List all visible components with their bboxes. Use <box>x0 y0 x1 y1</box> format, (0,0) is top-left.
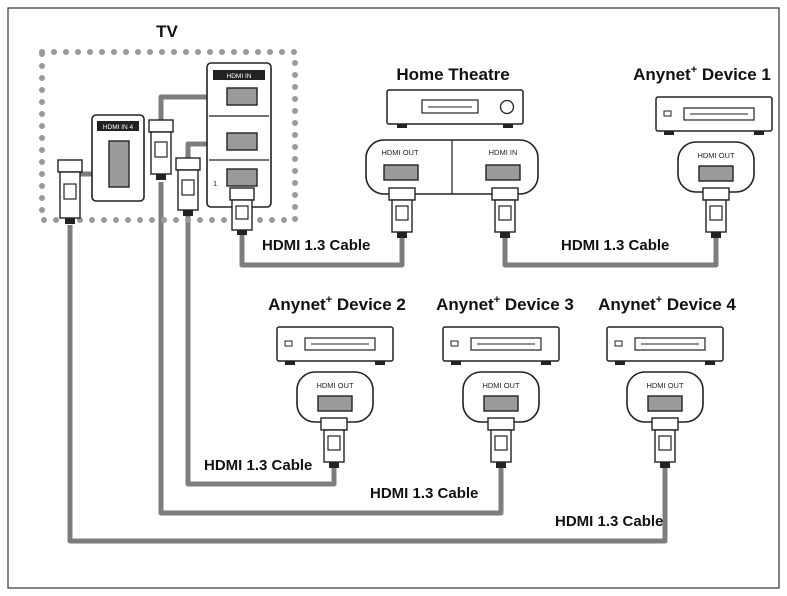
device-3-hdmi-out-port <box>483 395 519 412</box>
device-1-plus: + <box>691 64 697 76</box>
device-3-plus: + <box>494 294 500 306</box>
device-3-port-label: HDMI OUT <box>482 381 519 390</box>
device-4-port-label: HDMI OUT <box>646 381 683 390</box>
device-4-name: Anynet <box>598 295 656 314</box>
cable-label-device-2: HDMI 1.3 Cable <box>204 457 312 474</box>
hdmi-plug <box>491 187 519 238</box>
device-1-unit <box>655 96 773 135</box>
device-2-unit <box>276 326 394 365</box>
device-4-hdmi-out-port <box>647 395 683 412</box>
cable-tv-to-home-theatre <box>239 232 405 268</box>
tv-port-header: HDMI IN <box>227 73 252 80</box>
tv-outline <box>39 49 298 223</box>
device-3-label: Anynet+ Device 3 <box>436 294 574 314</box>
tv-hdmi-port-a <box>226 87 258 106</box>
device-4-suffix: Device 4 <box>662 295 736 314</box>
hdmi-plug <box>388 187 416 238</box>
home-theatre-port-panel: HDMI OUT HDMI IN <box>365 139 539 195</box>
device-2-label: Anynet+ Device 2 <box>268 294 406 314</box>
hdmi-plug <box>702 187 730 238</box>
cable-tv-to-device-3 <box>158 182 504 516</box>
home-theatre-label: Home Theatre <box>396 65 509 84</box>
hdmi-plug <box>148 119 174 180</box>
cable-label-home-theatre-device-1: HDMI 1.3 Cable <box>561 237 669 254</box>
home-theatre-out-label: HDMI OUT <box>381 148 418 157</box>
device-3-suffix: Device 3 <box>500 295 574 314</box>
device-1-name: Anynet <box>633 65 691 84</box>
tv-hdmi-port-b <box>226 132 258 151</box>
device-4-port-panel: HDMI OUT <box>626 371 704 423</box>
tv-back-panel: HDMI IN 1 <box>206 62 272 208</box>
device-2-hdmi-out-port <box>317 395 353 412</box>
hdmi-plug <box>487 417 515 468</box>
device-4-plus: + <box>656 294 662 306</box>
home-theatre-hdmi-out-port <box>383 164 419 181</box>
home-theatre-in-label: HDMI IN <box>489 148 518 157</box>
cable-home-theatre-to-device-1 <box>502 232 719 268</box>
tv-label: TV <box>156 22 178 41</box>
tv-port-number: 1 <box>213 179 217 188</box>
device-3-port-panel: HDMI OUT <box>462 371 540 423</box>
device-1-label: Anynet+ Device 1 <box>633 64 771 84</box>
device-2-port-panel: HDMI OUT <box>296 371 374 423</box>
device-4-label: Anynet+ Device 4 <box>598 294 736 314</box>
device-1-port-panel: HDMI OUT <box>677 141 755 193</box>
cable-lines <box>67 94 719 544</box>
hdmi-plugs <box>57 119 255 235</box>
cable-tv-to-device-2 <box>185 210 337 487</box>
device-2-suffix: Device 2 <box>332 295 406 314</box>
tv-hdmi-in-4-port <box>108 140 130 188</box>
hdmi-plug <box>175 157 201 216</box>
tv-hdmi-port-c <box>226 168 258 187</box>
device-3-unit <box>442 326 560 365</box>
cable-port-1-bend <box>158 94 217 122</box>
tv-side-panel: HDMI IN 4 <box>91 114 145 202</box>
cable-label-device-3: HDMI 1.3 Cable <box>370 485 478 502</box>
device-4-unit <box>606 326 724 365</box>
home-theatre-hdmi-in-port <box>485 164 521 181</box>
device-1-port-label: HDMI OUT <box>697 151 734 160</box>
hdmi-plug <box>320 417 348 468</box>
device-3-name: Anynet <box>436 295 494 314</box>
device-2-port-label: HDMI OUT <box>316 381 353 390</box>
cable-label-tv-home-theatre: HDMI 1.3 Cable <box>262 237 370 254</box>
device-1-suffix: Device 1 <box>697 65 771 84</box>
hdmi-plug <box>229 187 255 235</box>
device-2-plus: + <box>326 294 332 306</box>
device-2-name: Anynet <box>268 295 326 314</box>
cable-label-device-4: HDMI 1.3 Cable <box>555 513 663 530</box>
hdmi-plug <box>651 417 679 468</box>
tv-side-port-header: HDMI IN 4 <box>103 124 134 131</box>
hdmi-plug <box>57 159 83 224</box>
device-1-hdmi-out-port <box>698 165 734 182</box>
cable-tv-to-device-4 <box>67 225 668 544</box>
home-theatre-device <box>386 89 524 128</box>
